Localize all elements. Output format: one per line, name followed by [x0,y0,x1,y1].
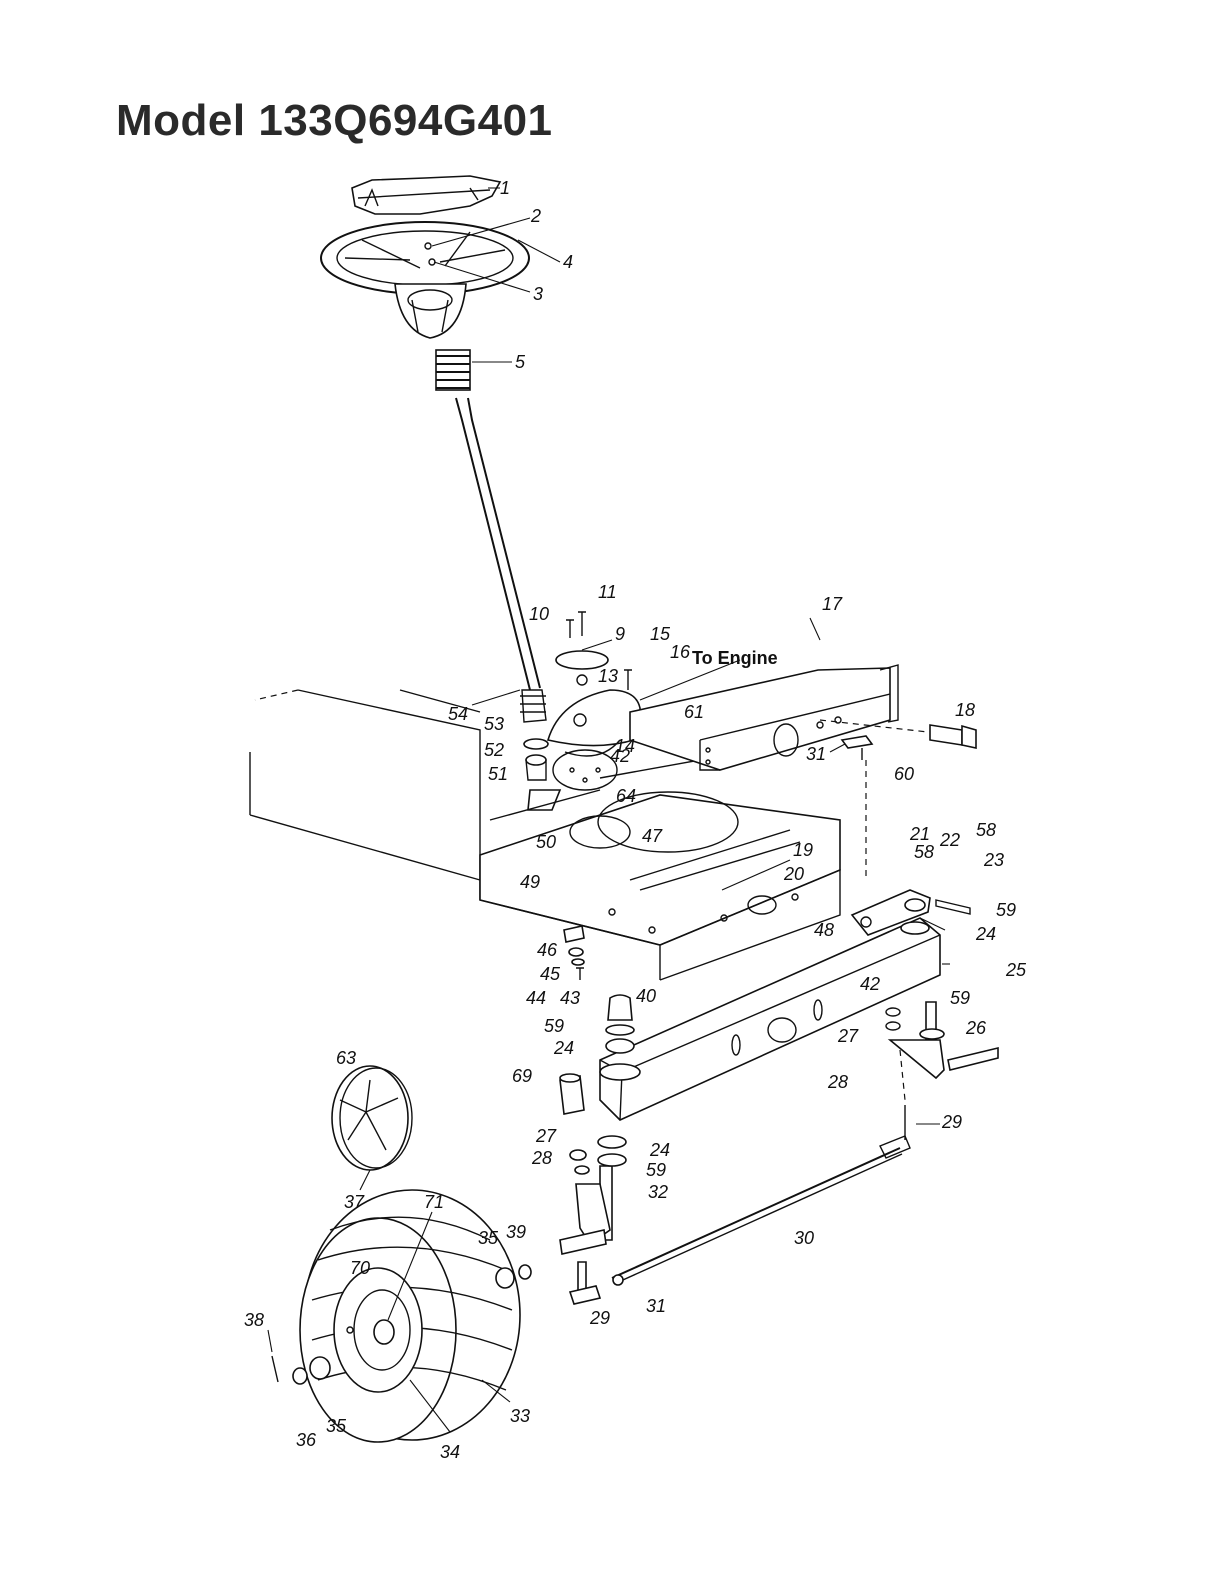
callout-26: 26 [965,1018,987,1038]
callout-20: 20 [783,864,804,884]
bushing-stack-left [605,994,635,1054]
callout-69: 69 [512,1066,532,1086]
spindle-right [885,1001,999,1080]
callout-11: 11 [598,582,617,602]
callout-59a: 59 [996,900,1016,920]
callout-44: 44 [526,988,546,1008]
callout-39: 39 [506,1222,526,1242]
tie-rod [611,1049,911,1286]
callout-15: 15 [650,624,671,644]
callout-23: 23 [983,850,1004,870]
callout-36: 36 [296,1430,317,1450]
wheel-fasteners [271,1264,532,1385]
callout-2: 2 [530,206,541,226]
page-title: Model 133Q694G401 [116,96,553,145]
callout-16: 16 [670,642,691,662]
callout-27a: 27 [837,1026,859,1046]
callout-5: 5 [515,352,526,372]
callout-31b: 31 [646,1296,666,1316]
callout-32: 32 [648,1182,668,1202]
callout-17: 17 [822,594,843,614]
callout-9: 9 [615,624,625,644]
callout-4: 4 [563,252,573,272]
steering-wheel [320,221,530,339]
callout-24b: 24 [553,1038,574,1058]
callout-19: 19 [793,840,813,860]
callout-3: 3 [533,284,543,304]
callout-63: 63 [336,1048,356,1068]
callout-leaders [267,187,950,1433]
spindle-left [559,1135,627,1305]
callout-labels: 1 2 3 4 5 9 10 11 13 14 15 16 17 18 19 2… [244,178,1027,1462]
callout-30: 30 [794,1228,814,1248]
front-axle [599,917,941,1121]
callout-59d: 59 [646,1160,666,1180]
callout-58a: 58 [976,820,996,840]
steering-spring [435,349,471,391]
callout-14: 14 [615,736,635,756]
callout-24c: 24 [649,1140,670,1160]
steering-arm-right [850,889,971,936]
callout-64: 64 [616,786,636,806]
callout-28a: 28 [827,1072,848,1092]
callout-38: 38 [244,1310,264,1330]
callout-10: 10 [529,604,549,624]
callout-49: 49 [520,872,540,892]
front-wheel [299,1189,521,1443]
callout-35a: 35 [478,1228,499,1248]
callout-27b: 27 [535,1126,557,1146]
callout-13: 13 [598,666,618,686]
callout-1: 1 [500,178,510,198]
callout-33: 33 [510,1406,530,1426]
callout-60: 60 [894,764,914,784]
callout-28b: 28 [531,1148,552,1168]
frame-channel-bracket [629,664,899,771]
steering-shaft [455,397,547,723]
callout-34: 34 [440,1442,460,1462]
mower-frame [249,689,841,981]
callout-47: 47 [642,826,663,846]
callout-71: 71 [424,1192,444,1212]
callout-29a: 29 [941,1112,962,1132]
callout-21: 21 [909,824,930,844]
bolt-18 [819,719,977,749]
callout-22: 22 [939,830,960,850]
callout-24a: 24 [975,924,996,944]
callout-48: 48 [814,920,834,940]
callout-70: 70 [350,1258,370,1278]
callout-53: 53 [484,714,504,734]
callout-61: 61 [684,702,704,722]
callout-43: 43 [560,988,580,1008]
callout-42b: 42 [860,974,880,994]
callout-46: 46 [537,940,558,960]
steering-wheel-cap [351,175,502,215]
callout-29b: 29 [589,1308,610,1328]
callout-51: 51 [488,764,508,784]
callout-59b: 59 [950,988,970,1008]
sleeve-69 [559,1073,585,1115]
callout-50: 50 [536,832,556,852]
callout-42a: 42 [610,746,630,766]
callout-35b: 35 [326,1416,347,1436]
callout-18: 18 [955,700,975,720]
callout-37: 37 [344,1192,365,1212]
steering-gear-plate [523,611,641,811]
to-engine-note: To Engine [692,648,778,668]
pin-60 [840,735,874,880]
callout-40: 40 [636,986,656,1006]
callout-52: 52 [484,740,504,760]
callout-31a: 31 [806,744,826,764]
fastener-set-43-46 [563,925,585,980]
hub-cap [331,1065,413,1171]
callout-58b: 58 [914,842,934,862]
callout-45: 45 [540,964,561,984]
callout-25: 25 [1005,960,1027,980]
callout-59c: 59 [544,1016,564,1036]
callout-54: 54 [448,704,468,724]
